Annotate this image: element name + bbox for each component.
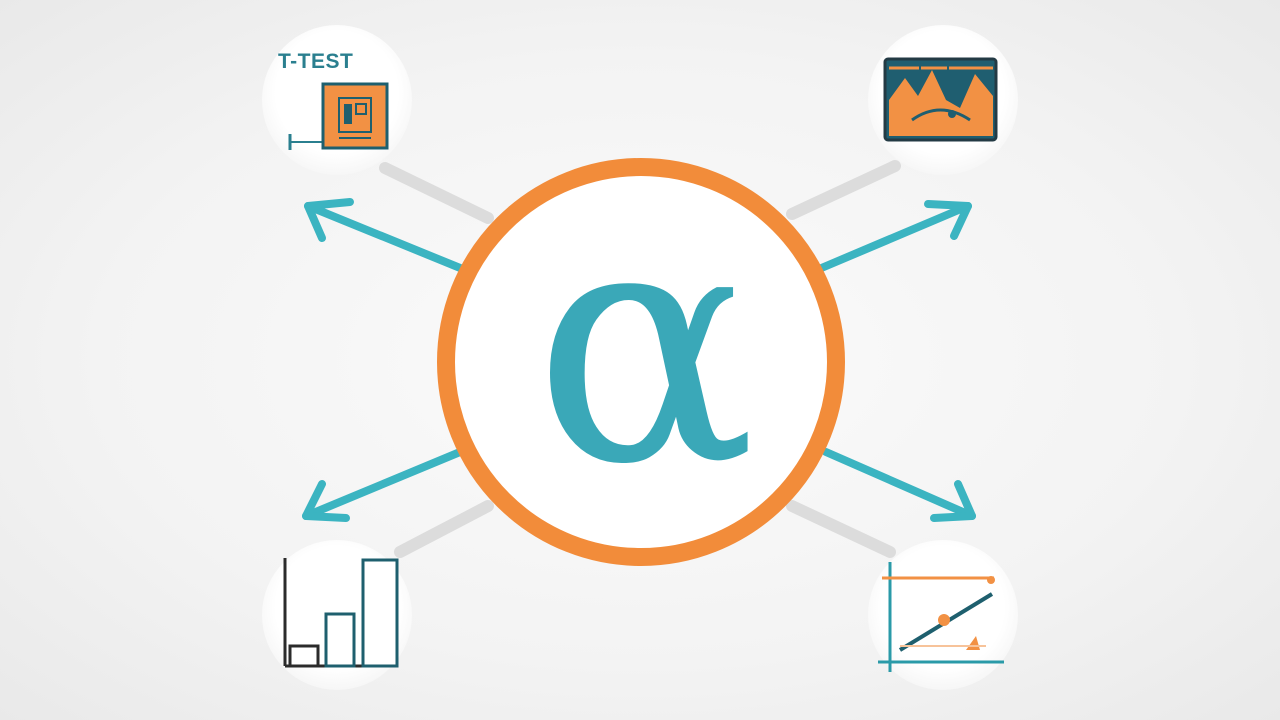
bar-chart-icon xyxy=(283,558,399,668)
arrow-top-right xyxy=(808,200,972,276)
t-test-label: T-TEST xyxy=(278,50,354,73)
arrows xyxy=(302,198,976,522)
alpha-symbol: α xyxy=(533,153,757,537)
connector-top-left xyxy=(379,162,494,224)
connector-bottom-left xyxy=(394,500,494,558)
arrow-top-left xyxy=(304,198,474,276)
arrow-bottom-right xyxy=(822,448,976,522)
t-test-icon xyxy=(288,82,389,150)
connector-lines xyxy=(379,160,901,558)
arrow-bottom-left xyxy=(302,448,464,522)
line-chart-icon xyxy=(878,562,1004,672)
center-ring xyxy=(437,158,845,566)
connector-bottom-right xyxy=(786,500,896,558)
distribution-image-icon xyxy=(883,57,998,142)
connector-top-right xyxy=(786,160,901,220)
